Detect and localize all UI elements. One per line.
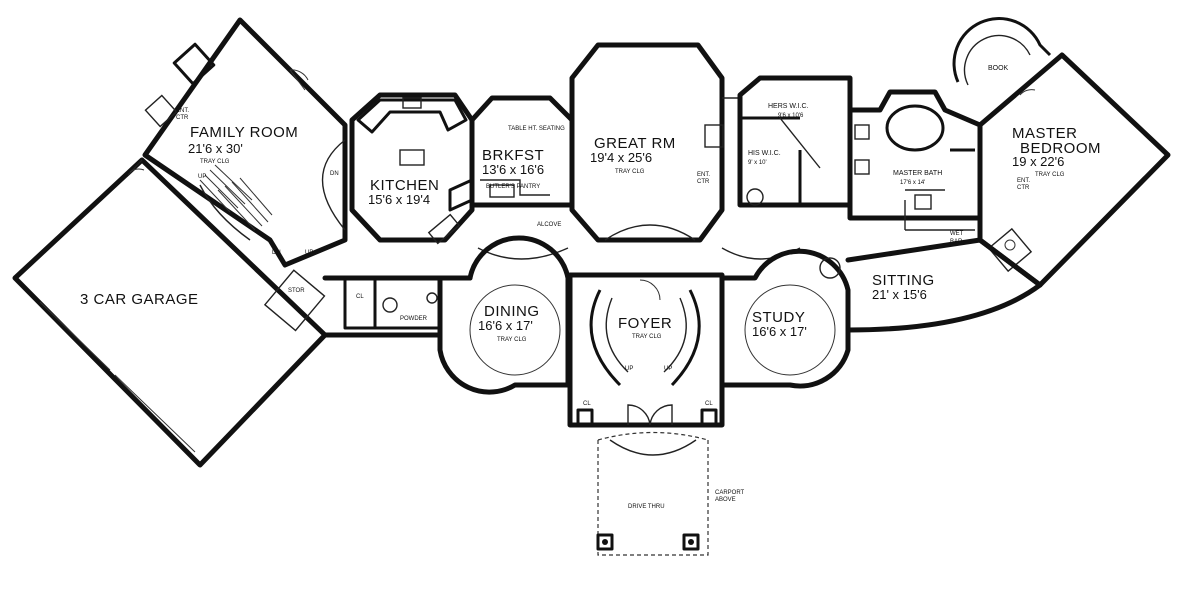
alcove-label: ALCOVE xyxy=(537,222,561,228)
master-bedroom-dims: 19 x 22'6 xyxy=(1012,154,1064,169)
cl-label-2: CL xyxy=(583,401,591,407)
carport-label-2: ABOVE xyxy=(715,497,736,503)
cl-label-3: CL xyxy=(705,401,713,407)
dining-dims: 16'6 x 17' xyxy=(478,318,533,333)
up-label-4: UP xyxy=(305,250,313,256)
ent-ctr-left-2: CTR xyxy=(176,115,189,121)
drive-thru-area xyxy=(596,431,709,556)
dining-area xyxy=(437,235,571,395)
table-seating-label: TABLE HT. SEATING xyxy=(508,126,565,132)
ent-ctr-left: ENT. xyxy=(176,108,189,114)
his-wic-dims: 9' x 10' xyxy=(748,160,767,166)
garage-label: 3 CAR GARAGE xyxy=(80,291,199,308)
foyer-label: FOYER xyxy=(618,315,672,332)
cl-label-4: CL xyxy=(640,238,648,244)
master-bath-label: MASTER BATH xyxy=(893,170,942,177)
powder-label: POWDER xyxy=(400,316,428,322)
kitchen-dims: 15'6 x 19'4 xyxy=(368,192,430,207)
study-area xyxy=(719,248,851,389)
butler-pantry-label: BUTLER'S PANTRY xyxy=(486,184,540,190)
kitchen-label: KITCHEN xyxy=(370,177,439,194)
hers-wic-label: HERS W.I.C. xyxy=(768,103,809,110)
dn-label-2: DN xyxy=(330,171,339,177)
foyer-note: TRAY CLG xyxy=(632,334,662,340)
family-room-dims: 21'6 x 30' xyxy=(188,141,243,156)
family-room-area xyxy=(142,17,348,268)
up-label-3: UP xyxy=(664,366,672,372)
up-label-2: UP xyxy=(625,366,633,372)
carport-label: CARPORT xyxy=(715,490,745,496)
dining-label: DINING xyxy=(484,303,540,320)
ent-ctr-master-2: CTR xyxy=(1017,185,1030,191)
sitting-label: SITTING xyxy=(872,272,935,289)
cl-label-1: CL xyxy=(356,294,364,300)
master-bath-dims: 17'6 x 14' xyxy=(900,180,925,186)
foyer-area xyxy=(567,272,725,428)
study-label: STUDY xyxy=(752,309,805,326)
family-stair xyxy=(199,164,273,241)
ent-ctr-great-2: CTR xyxy=(697,179,710,185)
up-label-1: UP xyxy=(198,174,206,180)
master-bedroom-label: MASTER xyxy=(1012,125,1078,142)
great-rm-note: TRAY CLG xyxy=(615,169,645,175)
hers-wic-dims: 9'6 x 10'6 xyxy=(778,113,804,119)
stor-label: STOR xyxy=(288,288,305,294)
master-suite-area xyxy=(737,75,983,231)
ent-ctr-great: ENT. xyxy=(697,172,710,178)
garage-wing xyxy=(12,157,328,468)
family-room-note: TRAY CLG xyxy=(200,159,230,165)
great-rm-dims: 19'4 x 25'6 xyxy=(590,150,652,165)
sitting-area xyxy=(845,237,1043,333)
sitting-dims: 21' x 15'6 xyxy=(872,287,927,302)
annotation-labels: ENT. CTR ENT. CTR ENT. CTR ALCOVE BUTLER… xyxy=(176,108,1030,510)
wet-bar-label-2: BAR xyxy=(950,239,963,245)
dn-label: DN xyxy=(272,250,281,256)
wet-bar-label: WET xyxy=(950,231,964,237)
great-room-area xyxy=(569,42,740,243)
family-room-label: FAMILY ROOM xyxy=(190,124,298,141)
study-dims: 16'6 x 17' xyxy=(752,324,807,339)
drive-thru-label: DRIVE THRU xyxy=(628,504,665,510)
brkfst-label: BRKFST xyxy=(482,147,544,164)
master-bedroom-note: TRAY CLG xyxy=(1035,172,1065,178)
master-bedroom-area xyxy=(952,17,1171,288)
book-label: BOOK xyxy=(988,65,1009,72)
dining-note: TRAY CLG xyxy=(497,337,527,343)
ent-ctr-master: ENT. xyxy=(1017,178,1030,184)
great-rm-label: GREAT RM xyxy=(594,135,676,152)
room-labels: FAMILY ROOM 21'6 x 30' TRAY CLG KITCHEN … xyxy=(80,65,1101,343)
his-wic-label: HIS W.I.C. xyxy=(748,150,781,157)
master-bedroom-label2: BEDROOM xyxy=(1020,140,1101,157)
brkfst-dims: 13'6 x 16'6 xyxy=(482,162,544,177)
